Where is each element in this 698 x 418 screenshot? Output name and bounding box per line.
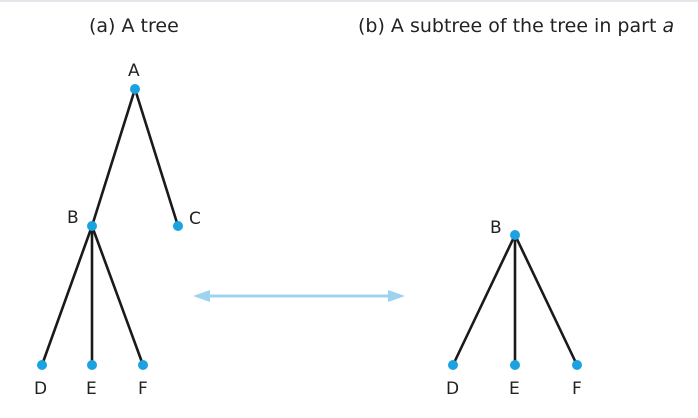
tree-b-nodes bbox=[448, 230, 582, 370]
label-a-C: C bbox=[189, 209, 201, 229]
label-b-F: F bbox=[572, 379, 582, 399]
top-border bbox=[0, 0, 698, 2]
label-b-E: E bbox=[509, 379, 520, 399]
double-arrow bbox=[193, 290, 405, 302]
tree-b-labels: B D E F bbox=[446, 218, 582, 399]
edge-a-A-C bbox=[133, 87, 180, 228]
tree-b-edges bbox=[451, 233, 579, 367]
label-a-B: B bbox=[67, 208, 79, 228]
node-a-F bbox=[138, 360, 148, 370]
node-b-D bbox=[448, 360, 458, 370]
caption-a-text: (a) A tree bbox=[89, 15, 179, 37]
label-a-D: D bbox=[34, 379, 47, 399]
node-a-E bbox=[87, 360, 97, 370]
caption-tree-a: (a) A tree bbox=[89, 14, 179, 38]
arrow-head-right bbox=[388, 290, 405, 302]
edge-b-B-D bbox=[451, 233, 517, 367]
node-b-B bbox=[510, 230, 520, 240]
label-a-F: F bbox=[138, 379, 148, 399]
node-a-B bbox=[87, 221, 97, 231]
node-b-E bbox=[510, 360, 520, 370]
label-b-B: B bbox=[490, 218, 502, 238]
caption-b-italic: a bbox=[662, 15, 675, 37]
edge-b-B-F bbox=[513, 233, 579, 367]
tree-a-labels: A B C D E F bbox=[34, 61, 201, 399]
node-a-D bbox=[37, 360, 47, 370]
label-a-E: E bbox=[86, 379, 97, 399]
caption-b-text: (b) A subtree of the tree in part bbox=[358, 15, 663, 37]
node-a-C bbox=[173, 221, 183, 231]
node-a-A bbox=[130, 84, 140, 94]
label-b-D: D bbox=[446, 379, 459, 399]
edge-a-A-B bbox=[90, 87, 137, 228]
tree-a-edges bbox=[40, 87, 180, 367]
node-b-F bbox=[572, 360, 582, 370]
edge-a-B-F bbox=[90, 224, 145, 367]
label-a-A: A bbox=[128, 61, 140, 81]
arrow-head-left bbox=[193, 290, 210, 302]
tree-a-nodes bbox=[37, 84, 183, 370]
caption-subtree-b: (b) A subtree of the tree in part a bbox=[358, 14, 674, 38]
edge-a-B-D bbox=[40, 224, 94, 367]
